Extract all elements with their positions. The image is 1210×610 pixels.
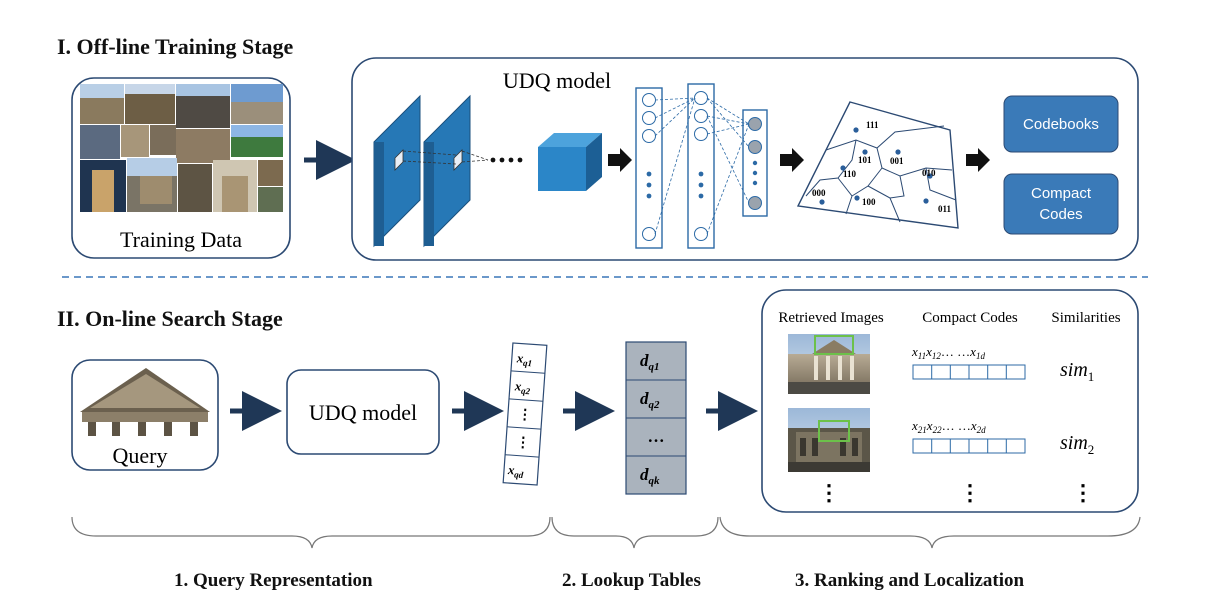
udq-model-title: UDQ model xyxy=(503,68,611,93)
stage-label-lookup-tables: 2. Lookup Tables xyxy=(562,570,701,591)
localization-box-1 xyxy=(814,335,854,355)
qvec-elem-1: xq1 xyxy=(515,350,533,368)
block-arrow-to-outputs xyxy=(966,148,990,172)
query-panel: Query xyxy=(71,359,219,471)
conv-layer-1 xyxy=(373,94,421,248)
cluster-code-4: 110 xyxy=(843,169,857,179)
brace-query-representation xyxy=(71,516,551,549)
online-stage-title: II. On-line Search Stage xyxy=(57,306,283,331)
svg-text:x11x12… …x1d: x11x12… …x1d xyxy=(911,344,985,361)
results-vdots-sims: ⋮ xyxy=(1072,480,1094,505)
similarity-2: sim2 xyxy=(1060,432,1094,457)
training-images-collage xyxy=(80,84,283,212)
fc-output-layer xyxy=(742,109,768,217)
conv-layer-2 xyxy=(423,94,471,248)
svg-text:x21x22… …x2d: x21x22… …x2d xyxy=(911,418,986,435)
lookup-entry-1: dq1 xyxy=(640,351,660,373)
brace-lookup-tables xyxy=(551,516,719,549)
stage-label-query-representation: 1. Query Representation xyxy=(174,570,373,591)
svg-text:UDQ model: UDQ model xyxy=(309,400,417,425)
training-data-panel: Training Data xyxy=(71,77,291,259)
fc-layer-1 xyxy=(635,87,663,249)
col-similarities: Similarities xyxy=(1051,310,1120,326)
lookup-entry-k: dqk xyxy=(640,465,660,487)
retrieved-image-1 xyxy=(788,334,870,394)
results-vdots-images: ⋮ xyxy=(818,480,840,505)
cluster-code-1: 111 xyxy=(866,120,879,130)
lookup-table: dq1 dq2 … dqk xyxy=(625,341,687,495)
compact-codes-row-1: x11x12… …x1d xyxy=(911,344,1026,380)
compact-codes-box: Compact Codes xyxy=(1003,173,1119,235)
qvec-elem-2: xq2 xyxy=(513,378,531,396)
localization-box-2 xyxy=(818,420,850,442)
col-retrieved-images: Retrieved Images xyxy=(778,310,884,326)
block-arrow-to-fc xyxy=(608,148,632,172)
conv-ellipsis-dots xyxy=(490,157,523,163)
conv-connections xyxy=(402,150,489,165)
stage-label-ranking-localization: 3. Ranking and Localization xyxy=(795,570,1025,591)
cluster-code-2: 101 xyxy=(858,155,872,165)
cluster-code-7: 100 xyxy=(862,197,876,207)
offline-stage-title: I. Off-line Training Stage xyxy=(57,34,294,59)
udq-model-panel: UDQ model xyxy=(351,57,1139,261)
cluster-code-8: 011 xyxy=(938,204,952,214)
query-vector: xq1 xq2 ⋮ ⋮ xqd xyxy=(502,342,548,486)
fc-connections xyxy=(654,97,750,235)
cluster-code-5: 010 xyxy=(922,168,936,178)
online-udq-model-box: UDQ model xyxy=(286,369,440,455)
retrieved-image-2 xyxy=(788,408,870,472)
lookup-ellipsis: … xyxy=(648,427,665,446)
query-label: Query xyxy=(113,443,168,468)
similarity-1: sim1 xyxy=(1060,359,1094,384)
lookup-entry-2: dq2 xyxy=(640,389,660,411)
svg-text:Codes: Codes xyxy=(1039,206,1082,223)
compact-codes-row-2: x21x22… …x2d xyxy=(911,418,1026,454)
fc-layer-2 xyxy=(687,83,715,249)
brace-ranking-localization xyxy=(719,516,1141,549)
cluster-code-6: 000 xyxy=(812,188,826,198)
cluster-code-3: 001 xyxy=(890,156,904,166)
results-panel: Retrieved Images Compact Codes Similarit… xyxy=(761,289,1139,513)
feature-cube xyxy=(538,133,602,191)
voronoi-quantization: 111 101 001 110 010 000 100 011 xyxy=(796,101,959,229)
col-compact-codes: Compact Codes xyxy=(922,310,1018,326)
qvec-elem-d: xqd xyxy=(506,462,524,480)
svg-text:Compact: Compact xyxy=(1031,185,1092,202)
svg-text:Codebooks: Codebooks xyxy=(1023,116,1099,133)
qvec-vdots-1: ⋮ xyxy=(517,408,532,424)
training-data-label: Training Data xyxy=(120,227,242,252)
results-vdots-codes: ⋮ xyxy=(959,480,981,505)
block-arrow-to-voronoi xyxy=(780,148,804,172)
qvec-vdots-2: ⋮ xyxy=(515,435,530,451)
codebooks-box: Codebooks xyxy=(1003,95,1119,153)
query-image xyxy=(80,368,210,436)
